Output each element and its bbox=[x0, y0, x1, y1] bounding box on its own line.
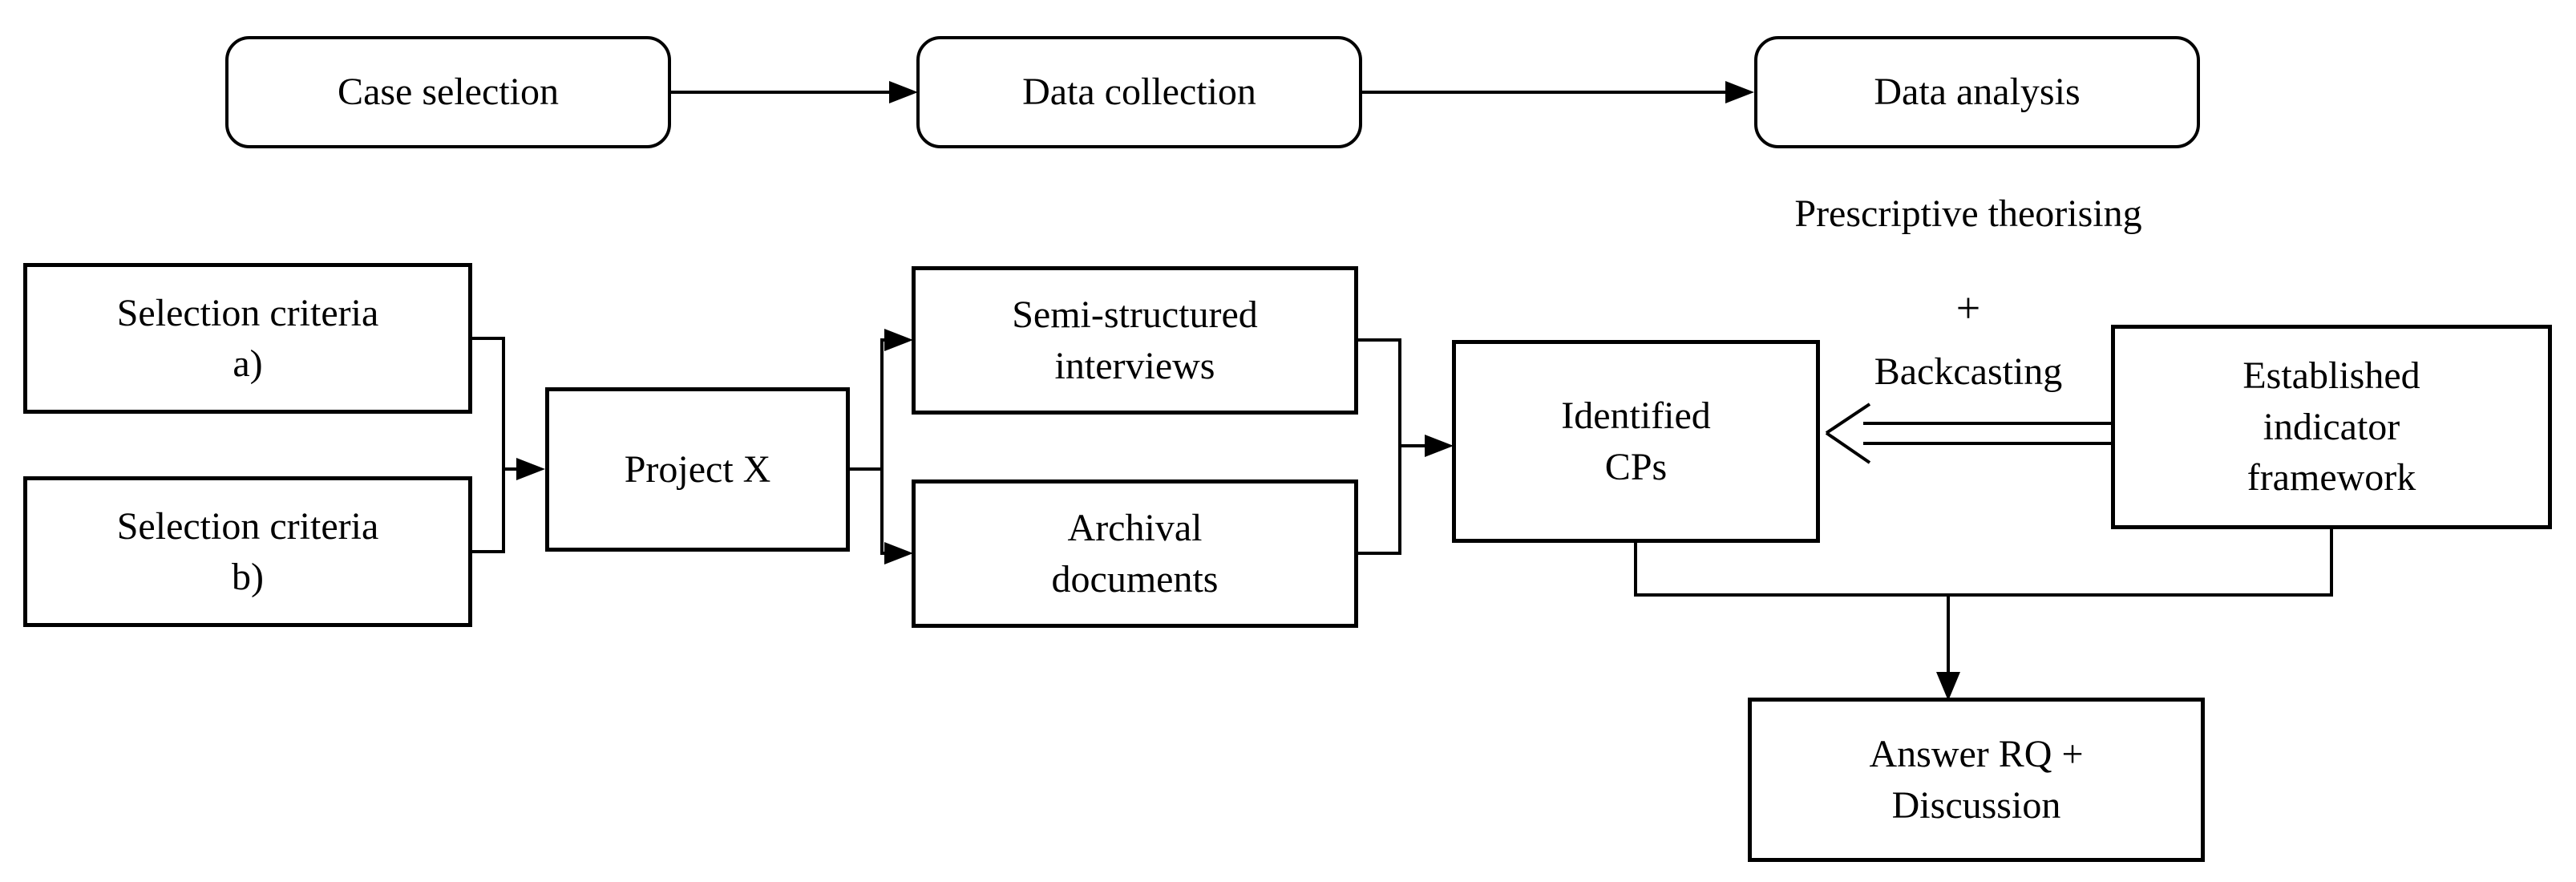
node-established-indicator-framework: Established indicator framework bbox=[2111, 325, 2552, 529]
node-selection-criteria-a: Selection criteria a) bbox=[23, 263, 472, 414]
open-arrow-framework-to-cps bbox=[1825, 403, 2111, 464]
node-answer-rq-discussion: Answer RQ + Discussion bbox=[1748, 698, 2205, 862]
node-project-x: Project X bbox=[545, 387, 850, 552]
node-semi-structured-interviews: Semi-structured interviews bbox=[912, 266, 1358, 415]
label-plus: + bbox=[1955, 284, 1981, 332]
label-backcasting: Backcasting bbox=[1874, 350, 2063, 393]
node-case-selection: Case selection bbox=[225, 36, 671, 148]
node-data-collection: Data collection bbox=[916, 36, 1362, 148]
arrow-collection-to-analysis bbox=[1362, 81, 1754, 103]
node-identified-cps: Identified CPs bbox=[1452, 340, 1820, 543]
label-prescriptive-theorising: Prescriptive theorising bbox=[1794, 192, 2142, 235]
node-archival-documents: Archival documents bbox=[912, 479, 1358, 628]
arrow-case-to-collection bbox=[671, 81, 918, 103]
connector-sources-to-cps bbox=[1358, 338, 1454, 555]
connector-merge-to-answer bbox=[1634, 529, 2333, 701]
connector-projectx-to-sources bbox=[850, 329, 913, 564]
node-selection-criteria-b: Selection criteria b) bbox=[23, 476, 472, 627]
node-data-analysis: Data analysis bbox=[1754, 36, 2200, 148]
connector-criteria-to-projectx bbox=[472, 337, 545, 553]
